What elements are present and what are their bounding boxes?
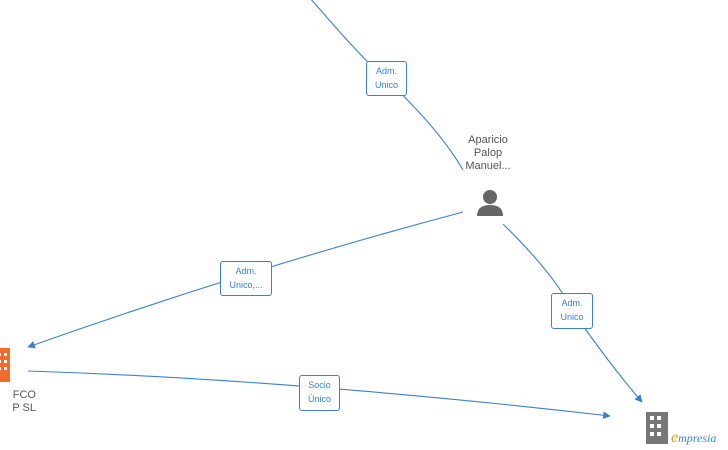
edge-label-socio-unico[interactable]: Socio Único [299, 375, 340, 411]
edge-label-adm-unico-top[interactable]: Adm. Unico [366, 61, 407, 96]
edge-label-line: Adm. [561, 298, 583, 308]
edge-label-line: Unico [560, 312, 584, 322]
person-name-line: Manuel... [465, 160, 511, 172]
edge-label-line: Socio [308, 380, 331, 390]
edge-label-line: Unico,... [229, 280, 263, 290]
person-name-line: Aparicio [468, 134, 508, 146]
edge-label-line: Adm. [235, 266, 257, 276]
edge-label-adm-unico-left[interactable]: Adm. Unico,... [220, 261, 272, 296]
watermark-wordmark: empresia [671, 429, 716, 447]
edge-label-line: Unico [374, 80, 398, 90]
watermark-initial: e [671, 429, 679, 446]
watermark-rest: mpresia [678, 431, 717, 445]
person-icon[interactable] [477, 190, 503, 216]
edge-label-line: Adm. [375, 66, 397, 76]
company-name-line: FCO [12, 389, 36, 401]
person-name-label[interactable]: Aparicio Palop Manuel... [452, 134, 524, 173]
building-icon[interactable] [646, 412, 668, 444]
empresia-watermark: empresia [643, 410, 728, 446]
company-name-line: P SL [12, 402, 36, 414]
person-name-line: Palop [473, 147, 503, 159]
building-icon[interactable] [0, 348, 10, 382]
left-company-name-label[interactable]: FCO P SL [0, 389, 36, 415]
edge-label-adm-unico-right[interactable]: Adm. Unico [551, 293, 593, 329]
edge-label-line: Único [307, 394, 331, 404]
